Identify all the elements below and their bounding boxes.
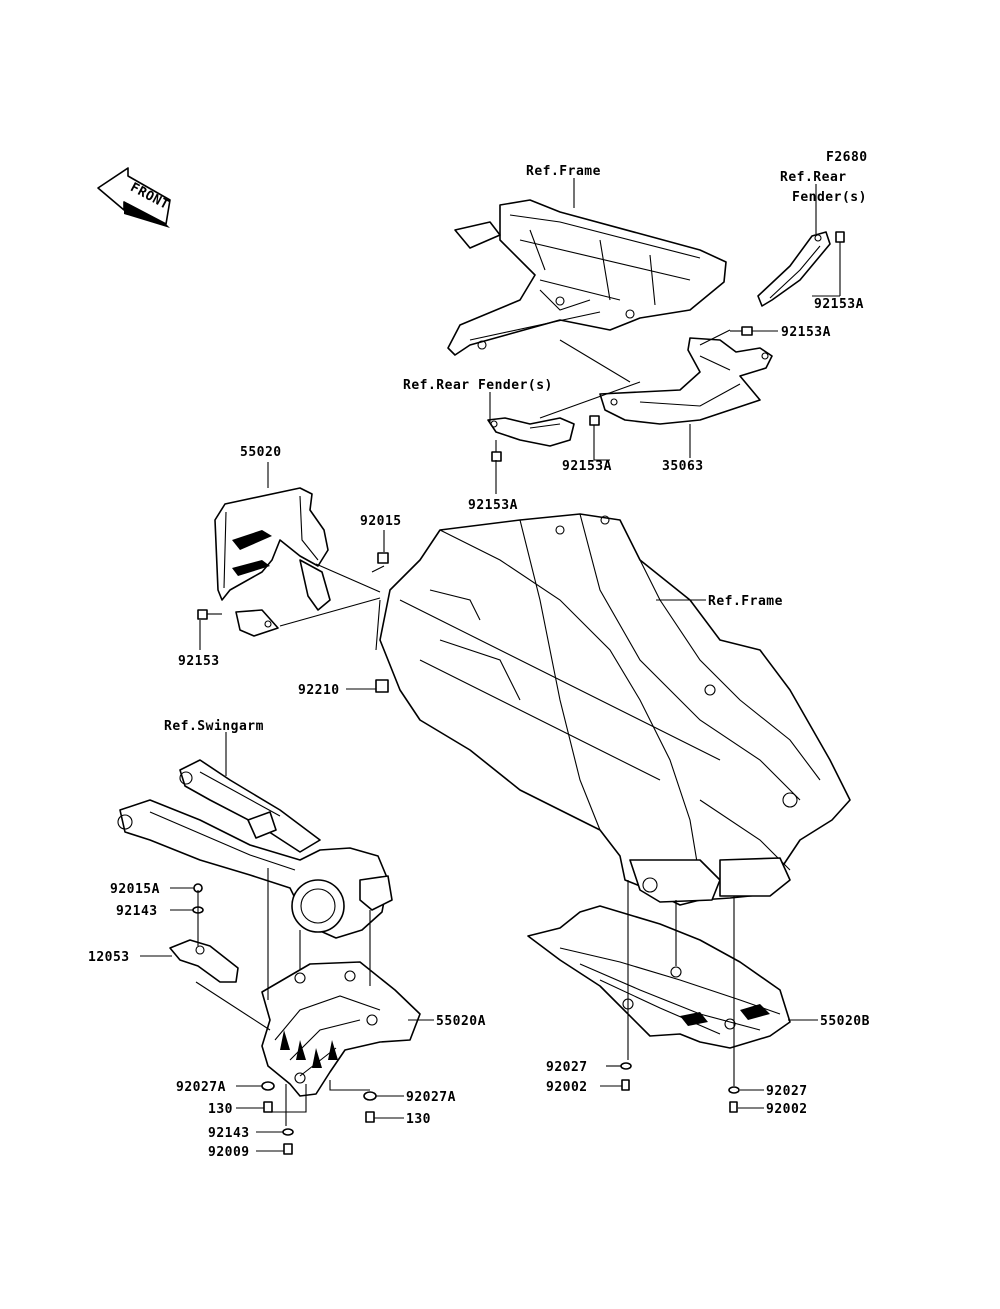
bolt-92153A-4-icon <box>491 440 502 462</box>
part-92210-label: 92210 <box>298 683 340 698</box>
figure-code: F2680 <box>826 150 868 165</box>
bolt-130-b-icon <box>365 1111 375 1123</box>
part-92002-label-1: 92002 <box>546 1080 588 1095</box>
washer-92027-b-icon <box>728 1086 740 1094</box>
part-55020B-label: 55020B <box>820 1014 870 1029</box>
part-92027-label-2: 92027 <box>766 1084 808 1099</box>
rear-fender-bracket-right-drawing <box>757 231 831 307</box>
bracket-12053-drawing <box>169 939 239 983</box>
bolt-130-a-icon <box>263 1101 273 1113</box>
main-frame-drawing <box>379 513 851 906</box>
part-92153-label: 92153 <box>178 654 220 669</box>
washer-92143-b-icon <box>282 1128 294 1136</box>
ref-frame-main-label: Ref.Frame <box>708 594 783 609</box>
ref-rear-fender-top-label-line2: Fender(s) <box>792 190 867 205</box>
part-92015-label: 92015 <box>360 514 402 529</box>
bolt-92153A-3-icon <box>589 415 600 440</box>
bolt-92002-b-icon <box>729 1101 738 1113</box>
part-92153A-label-1: 92153A <box>814 297 864 312</box>
part-35063-label: 35063 <box>662 459 704 474</box>
washer-92027A-a-icon <box>261 1081 275 1091</box>
front-guard-55020-drawing <box>214 487 331 637</box>
washer-92027A-b-icon <box>363 1091 377 1101</box>
part-130-label-1: 130 <box>208 1102 233 1117</box>
ref-swingarm-label: Ref.Swingarm <box>164 719 264 734</box>
ref-rear-fender-top-label-line1: Ref.Rear <box>780 170 847 185</box>
part-92015A-label: 92015A <box>110 882 160 897</box>
bracket-35063-drawing <box>599 337 773 425</box>
part-130-label-2: 130 <box>406 1112 431 1127</box>
rear-fender-bracket-mid-drawing <box>487 417 575 447</box>
nut-92210-icon <box>375 679 389 693</box>
part-12053-label: 12053 <box>88 950 130 965</box>
washer-92027-a-icon <box>620 1062 632 1070</box>
part-92143-label-1: 92143 <box>116 904 158 919</box>
ref-rear-fender-mid-label: Ref.Rear Fender(s) <box>403 378 553 393</box>
bolt-92153A-2-icon <box>730 326 753 336</box>
front-arrow-icon: FRONT <box>97 167 171 228</box>
part-55020A-label: 55020A <box>436 1014 486 1029</box>
bolt-92009-icon <box>283 1143 293 1155</box>
bolt-92153-icon <box>197 609 222 620</box>
part-55020-label: 55020 <box>240 445 282 460</box>
part-92027A-label-1: 92027A <box>176 1080 226 1095</box>
part-92143-label-2: 92143 <box>208 1126 250 1141</box>
skid-plate-55020A-drawing <box>261 961 421 1097</box>
ref-frame-top-label: Ref.Frame <box>526 164 601 179</box>
leader-lines <box>140 178 841 1152</box>
part-92002-label-2: 92002 <box>766 1102 808 1117</box>
swingarm-drawing <box>117 759 393 939</box>
part-92027A-label-2: 92027A <box>406 1090 456 1105</box>
rear-subframe-drawing <box>447 199 727 356</box>
skid-plate-55020B-drawing <box>527 905 791 1049</box>
part-92153A-label-2: 92153A <box>781 325 831 340</box>
part-92027-label-1: 92027 <box>546 1060 588 1075</box>
nut-92015-icon <box>377 552 389 564</box>
part-92153A-label-3: 92153A <box>562 459 612 474</box>
part-92153A-label-4: 92153A <box>468 498 518 513</box>
bolt-92002-a-icon <box>621 1079 630 1091</box>
bolt-92153A-1-icon <box>835 231 845 258</box>
part-92009-label: 92009 <box>208 1145 250 1160</box>
